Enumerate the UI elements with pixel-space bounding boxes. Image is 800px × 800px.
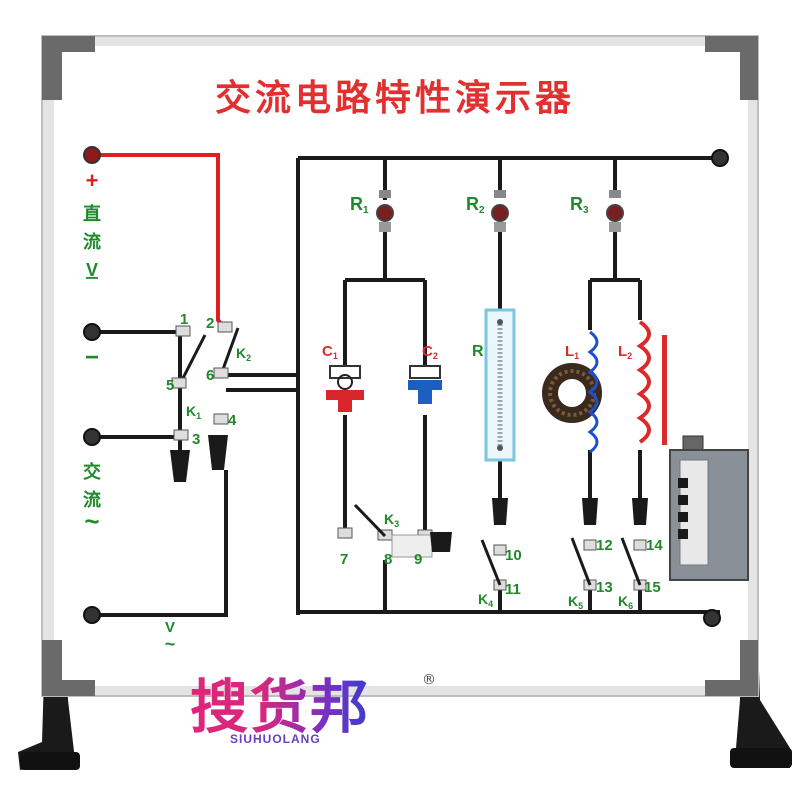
label-r2: R2 [466,194,485,216]
number-3: 3 [192,431,200,448]
switch-k3[interactable] [337,503,452,558]
switch-k4[interactable] [480,498,508,591]
switch-k6[interactable] [620,498,648,591]
terminal-ac[interactable] [83,428,101,446]
label-plus: + [86,168,99,193]
terminal-bottom-right[interactable] [703,609,721,627]
board-frame [41,35,759,697]
label-dc-2: 流 [83,231,101,253]
label-bottom-v: V [165,619,175,636]
resistor-tube [484,308,516,462]
number-14: 14 [646,537,663,554]
label-bottom-tilde: ~ [165,634,176,654]
label-k3: K3 [384,511,399,529]
label-r: R [472,343,484,360]
watermark-subtext: SIUHUOLANG [230,732,321,746]
inductor-l1 [587,330,599,454]
label-k2: K2 [236,345,251,363]
terminal-bottom-left[interactable] [83,606,101,624]
label-ac-2: 流 [83,489,101,511]
component-labels: R1 R2 R3 R C1 C2 L1 L2 K1 K2 K3 K4 K5 K6 [186,194,633,611]
label-minus: − [85,344,99,371]
label-k6: K6 [618,593,633,611]
toroid-core [542,363,602,423]
label-k1: K1 [186,403,201,421]
label-ac-1: 交 [83,461,101,483]
label-l1: L1 [565,343,579,361]
number-12: 12 [596,537,613,554]
label-dc-1: 直 [83,203,101,225]
watermark-text: 搜货邦 [190,673,371,741]
number-6: 6 [206,367,214,384]
label-ac-tilde: ~ [84,506,99,536]
transformer [669,435,749,581]
number-4: 4 [228,412,237,429]
label-k5: K5 [568,593,583,611]
number-9: 9 [414,551,422,568]
lamp-r1 [376,190,394,232]
watermark-logo: 搜货邦 ® SIUHUOLANG [190,672,436,782]
number-5: 5 [166,377,174,394]
switch-k5[interactable] [570,498,598,591]
lamp-sockets [376,190,624,232]
label-k4: K4 [478,591,493,609]
number-15: 15 [644,579,661,596]
label-r1: R1 [350,194,369,216]
terminal-top-right[interactable] [711,149,729,167]
number-7: 7 [340,551,348,568]
terminal-dc-minus[interactable] [83,323,101,341]
terminal-posts [83,146,729,627]
terminal-numbers: 1 2 3 4 5 6 7 8 9 10 11 12 13 14 15 [166,311,663,598]
lamp-r2 [491,190,509,232]
lamp-r3 [606,190,624,232]
number-10: 10 [505,547,522,564]
number-8: 8 [384,551,392,568]
label-c1: C1 [322,343,338,361]
label-c2: C2 [422,343,438,361]
watermark-registered: ® [422,672,436,688]
left-labels: + 直 流 V − 交 流 ~ V ~ [83,168,175,654]
terminal-dc-plus[interactable] [83,146,101,164]
capacitor-c2 [408,365,442,404]
switch-k1-k2[interactable] [170,321,240,482]
number-11: 11 [505,581,521,598]
board-title: 交流电路特性演示器 [215,77,575,119]
number-13: 13 [596,579,613,596]
label-r3: R3 [570,194,589,216]
number-1: 1 [180,311,188,328]
capacitor-c1 [326,365,364,412]
circuit-wires [92,156,720,617]
label-l2: L2 [618,343,632,361]
inductor-l2 [636,320,667,445]
label-dc-v: V [86,260,98,280]
number-2: 2 [206,315,214,332]
